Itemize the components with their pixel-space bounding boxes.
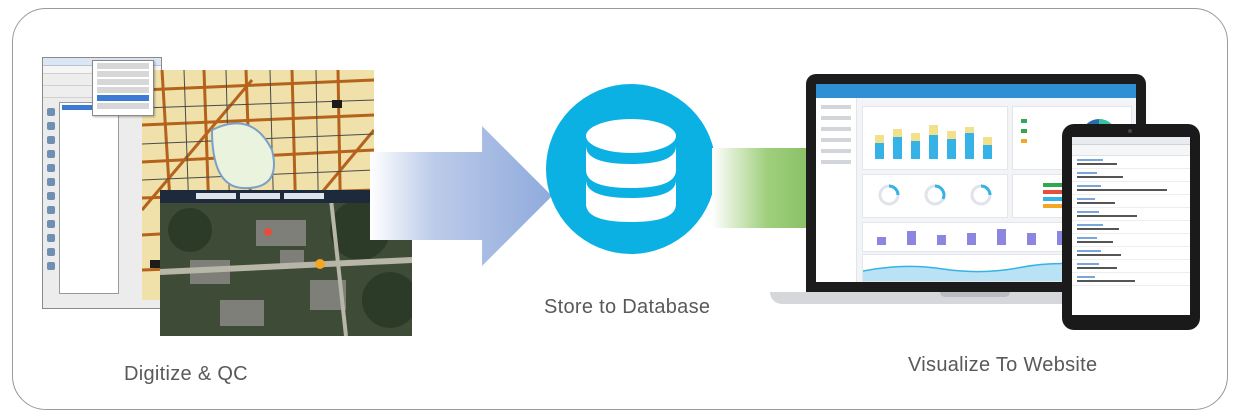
laptop-notch [940,292,1010,297]
flow-arrow-to-database [370,126,552,266]
database-icon [586,119,676,222]
gis-settings-dropdown [92,60,154,116]
step-label-store: Store to Database [544,296,711,318]
tablet-dashboard-icon [1062,124,1200,330]
step-label-digitize: Digitize & QC [124,363,248,385]
step-label-visualize: Visualize To Website [908,354,1098,376]
database-graphic [538,78,728,278]
